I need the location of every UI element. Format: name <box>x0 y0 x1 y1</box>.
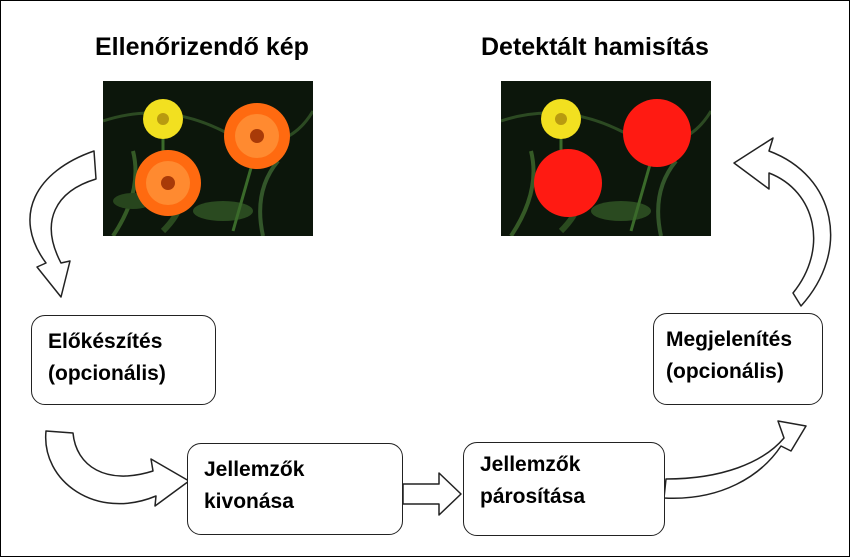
step-label-line2: (opcionális) <box>666 360 784 383</box>
step-visualization: Megjelenítés (opcionális) <box>653 313 823 405</box>
step-label-line2: párosítása <box>480 485 586 508</box>
step-preprocessing: Előkészítés (opcionális) <box>31 315 216 405</box>
yellow-flower <box>143 99 183 139</box>
result-image-title: Detektált hamisítás <box>481 33 709 61</box>
curved-arrow-up-right <box>663 420 807 499</box>
orange-flower <box>135 150 201 216</box>
step-label-line2: (opcionális) <box>48 362 166 385</box>
curved-arrow-down-left <box>29 150 97 298</box>
detected-region <box>623 99 691 167</box>
curved-arrow-up-left <box>733 137 832 307</box>
step-label-line1: Előkészítés <box>48 330 163 353</box>
step-feature-extraction: Jellemzők kivonása <box>187 443 403 535</box>
input-photo <box>103 81 313 236</box>
input-image-title: Ellenőrizendő kép <box>95 33 309 61</box>
result-photo <box>501 81 711 236</box>
orange-flower <box>224 103 290 169</box>
straight-arrow-right <box>402 472 462 516</box>
step-label-line1: Jellemzők <box>480 453 581 476</box>
step-feature-matching: Jellemzők párosítása <box>463 442 665 536</box>
step-label-line1: Megjelenítés <box>666 328 793 351</box>
step-label-line1: Jellemzők <box>204 458 305 481</box>
detected-region <box>534 149 602 217</box>
yellow-flower <box>541 99 581 139</box>
curved-arrow-down-right <box>45 430 190 507</box>
step-label-line2: kivonása <box>204 490 294 513</box>
